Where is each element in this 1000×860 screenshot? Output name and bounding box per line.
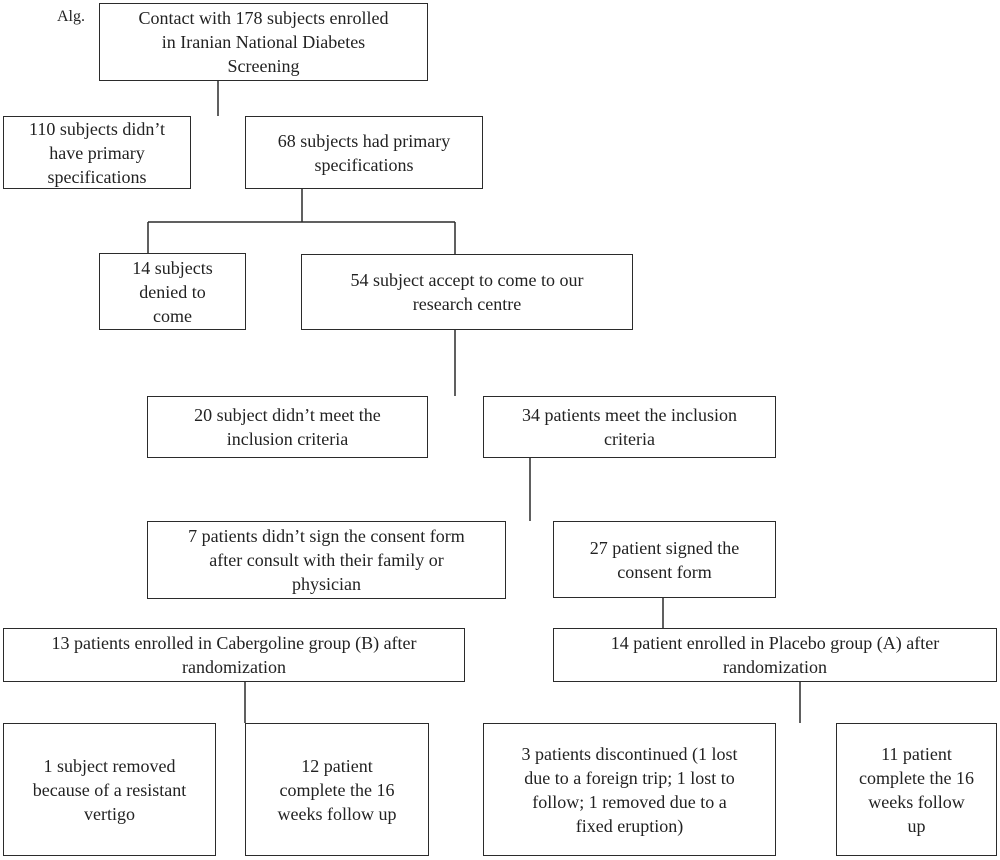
box-signed-consent: 27 patient signed the consent form [553,521,776,598]
box-no-consent-text: 7 patients didn’t sign the consent form … [188,526,465,594]
box-complete-cabergoline-text: 12 patient complete the 16 weeks follow … [277,755,397,824]
box-no-consent: 7 patients didn’t sign the consent form … [147,521,506,599]
box-cabergoline-group-text: 13 patients enrolled in Cabergoline grou… [51,633,417,677]
box-not-meet-criteria-text: 20 subject didn’t meet the inclusion cri… [194,405,381,449]
box-no-primary-spec: 110 subjects didn’t have primary specifi… [3,116,191,189]
box-complete-placebo-text: 11 patient complete the 16 weeks follow … [859,743,974,836]
box-placebo-group-text: 14 patient enrolled in Placebo group (A)… [610,633,940,677]
box-no-primary-spec-text: 110 subjects didn’t have primary specifi… [29,118,165,187]
box-had-primary-spec: 68 subjects had primary specifications [245,116,483,189]
box-removed: 1 subject removed because of a resistant… [3,723,216,856]
box-denied: 14 subjects denied to come [99,253,246,330]
box-had-primary-spec-text: 68 subjects had primary specifications [277,130,451,175]
box-meet-criteria: 34 patients meet the inclusion criteria [483,396,776,458]
box-denied-text: 14 subjects denied to come [132,257,213,326]
box-discontinued-text: 3 patients discontinued (1 lost due to a… [521,743,738,836]
box-complete-placebo: 11 patient complete the 16 weeks follow … [836,723,997,856]
box-discontinued: 3 patients discontinued (1 lost due to a… [483,723,776,856]
box-not-meet-criteria: 20 subject didn’t meet the inclusion cri… [147,396,428,458]
box-cabergoline-group: 13 patients enrolled in Cabergoline grou… [3,628,465,682]
box-complete-cabergoline: 12 patient complete the 16 weeks follow … [245,723,429,856]
box-placebo-group: 14 patient enrolled in Placebo group (A)… [553,628,997,682]
box-contact: Contact with 178 subjects enrolled in Ir… [99,3,428,81]
algorithm-label: Alg. [57,8,85,25]
box-contact-text: Contact with 178 subjects enrolled in Ir… [138,8,389,76]
box-accept-text: 54 subject accept to come to our researc… [350,270,584,314]
box-meet-criteria-text: 34 patients meet the inclusion criteria [522,405,737,449]
box-removed-text: 1 subject removed because of a resistant… [32,755,187,824]
box-signed-consent-text: 27 patient signed the consent form [589,537,740,582]
box-accept: 54 subject accept to come to our researc… [301,254,633,330]
